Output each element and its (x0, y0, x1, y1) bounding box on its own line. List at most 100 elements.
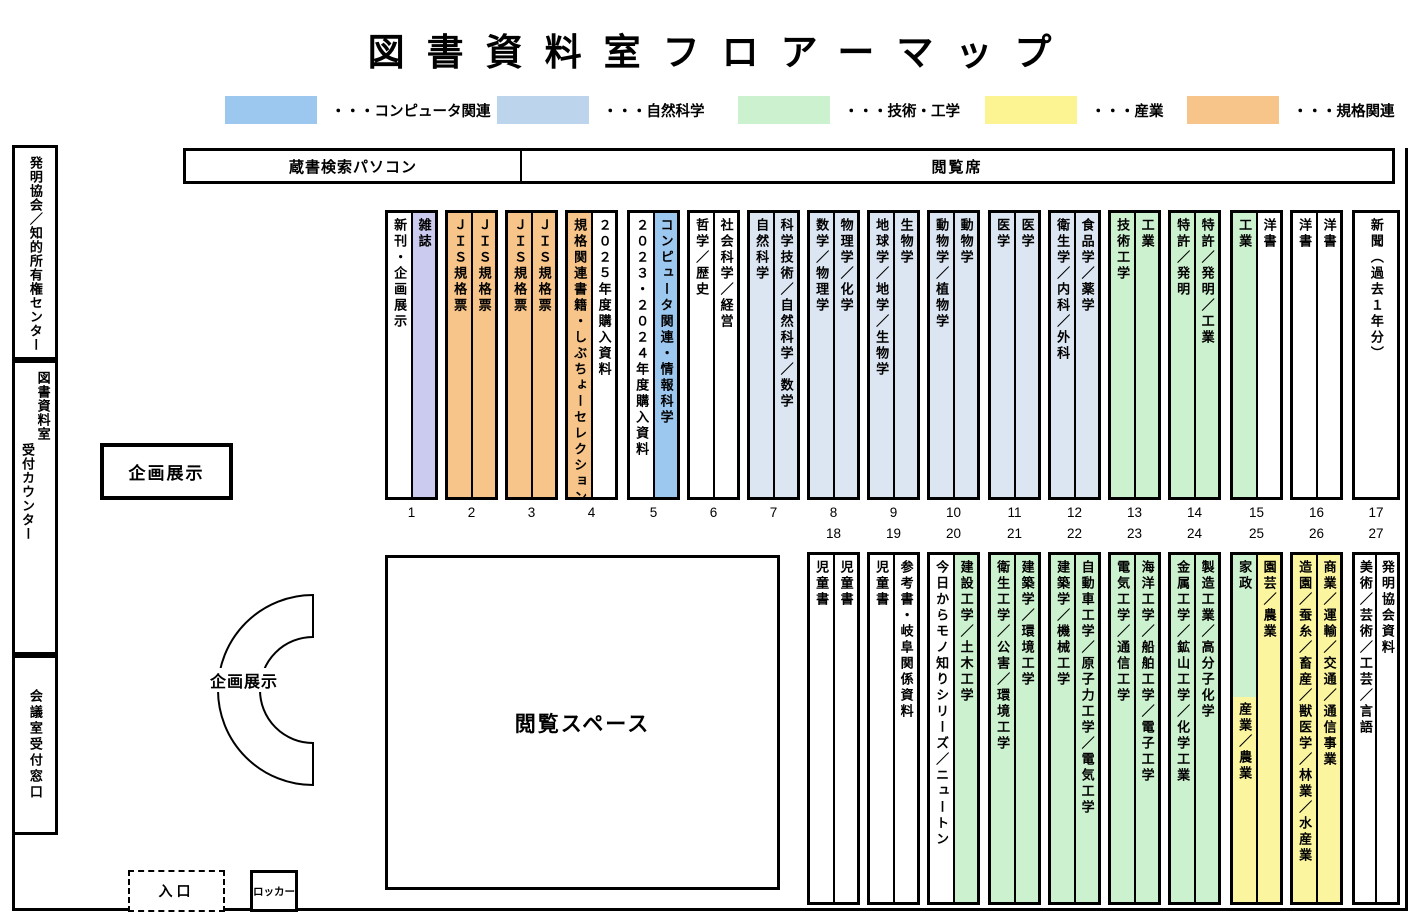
shelf-column: 新聞（過去１年分） (1355, 213, 1397, 497)
shelf-21: 衛生工学／公害／環境工学建築学／環境工学 (988, 552, 1041, 905)
shelf-column: 造園／蚕糸／畜産／獣医学／林業／水産業 (1293, 555, 1316, 902)
shelf-label: 洋書 (1261, 218, 1277, 250)
shelf-number: 7 (769, 505, 778, 520)
reception-counter-label: 受付カウンター (20, 443, 35, 541)
shelf-label: 商業／運輸／交通／通信事業 (1321, 560, 1337, 768)
shelf-column: 金属工学／鉱山工学／化学工業 (1171, 555, 1194, 902)
shelf-column: 規格関連書籍・しぶちょーセレクション (568, 213, 591, 497)
legend-swatch (497, 96, 589, 124)
legend-item: ・・・産業 (985, 96, 1164, 124)
shelf-number: 10 (945, 505, 962, 520)
shelf-column: 数学／物理学 (810, 213, 833, 497)
shelf-number: 19 (885, 526, 902, 541)
shelf-label: 工業 (1237, 218, 1253, 250)
entrance-label: 入口 (158, 883, 195, 899)
shelf-22: 建築学／機械工学自動車工学／原子力工学／電気工学 (1048, 552, 1101, 905)
legend-item: ・・・コンピュータ関連 (225, 96, 491, 124)
catalog-search-pc-area: 蔵書検索パソコン (186, 151, 522, 181)
shelf-label: ＪＩＳ規格票 (536, 218, 552, 314)
wall-left (12, 833, 15, 911)
shelf-18: 児童書児童書 (807, 552, 860, 905)
shelf-label: 工業 (1139, 218, 1155, 250)
shelf-number: 16 (1308, 505, 1325, 520)
legend-label: ・・・技術・工学 (844, 103, 960, 120)
shelf-column: 参考書・岐阜関係資料 (892, 555, 917, 902)
shelf-11: 医学医学 (988, 210, 1041, 500)
legend-label: ・・・産業 (1091, 103, 1164, 120)
shelf-label: 発明協会資料 (1379, 560, 1395, 656)
shelf-number: 5 (649, 505, 658, 520)
shelf-label: 数学／物理学 (814, 218, 830, 314)
shelf-column: 発明協会資料 (1375, 555, 1397, 902)
shelf-column: 自然科学 (750, 213, 773, 497)
shelf-column: 洋書 (1315, 213, 1340, 497)
shelf-number: 27 (1368, 526, 1384, 541)
shelf-column: 新刊・企画展示 (388, 213, 411, 497)
shelf-label: 規格関連書籍・しぶちょーセレクション (572, 218, 588, 497)
legend-swatch (225, 96, 317, 124)
shelf-label: 産業／農業 (1237, 702, 1253, 783)
shelf-26: 造園／蚕糸／畜産／獣医学／林業／水産業商業／運輸／交通／通信事業 (1290, 552, 1343, 905)
shelf-17: 新聞（過去１年分） (1352, 210, 1400, 500)
shelf-label: ２０２３・２０２４年度購入資料 (634, 218, 650, 458)
shelf-number: 14 (1186, 505, 1203, 520)
shelf-column: 地球学／地学／生物学 (870, 213, 893, 497)
shelf-column: 家政産業／農業 (1233, 555, 1256, 902)
shelf-segment: 産業／農業 (1233, 697, 1256, 902)
shelf-9: 地球学／地学／生物学生物学 (867, 210, 920, 500)
wall-bottom (12, 908, 1408, 911)
invention-center-label: 発明協会／知的所有権センター (27, 156, 43, 352)
entrance-area: 入口 (128, 870, 225, 912)
shelf-column: 園芸／農業 (1255, 555, 1280, 902)
shelf-label: 製造工業／高分子化学 (1199, 560, 1215, 720)
shelf-column: 児童書 (832, 555, 857, 902)
shelf-column: 美術／芸術／工芸／言語 (1355, 555, 1375, 902)
shelf-column: 動物学 (952, 213, 977, 497)
shelf-column: 衛生工学／公害／環境工学 (991, 555, 1014, 902)
legend-label: ・・・自然科学 (603, 103, 705, 120)
shelf-column: コンピュータ関連・情報科学 (652, 213, 677, 497)
legend-label: ・・・コンピュータ関連 (331, 103, 491, 120)
shelf-column: 電気工学／通信工学 (1111, 555, 1134, 902)
shelf-20: 今日からモノ知りシリーズ／ニュートン建設工学／土木工学 (927, 552, 980, 905)
shelf-label: 洋書 (1297, 218, 1313, 250)
shelf-7: 自然科学科学技術／自然科学／数学 (747, 210, 800, 500)
locker-area: ロッカー (250, 870, 298, 912)
shelf-column: ２０２３・２０２４年度購入資料 (630, 213, 653, 497)
shelf-column: 工業 (1233, 213, 1256, 497)
reading-seats-area: 閲覧席 (522, 151, 1392, 181)
shelf-2: ＪＩＳ規格票 ＪＩＳ規格票 (445, 210, 498, 500)
shelf-label: 衛生学／内科／外科 (1055, 218, 1071, 362)
locker-label: ロッカー (253, 885, 295, 898)
shelf-number: 8 (829, 505, 838, 520)
shelf-label: 特許／発明／工業 (1199, 218, 1215, 346)
shelf-column: 食品学／薬学 (1073, 213, 1098, 497)
reading-seats-label: 閲覧席 (931, 158, 983, 176)
legend-label: ・・・規格関連 (1293, 103, 1395, 120)
shelf-number: 22 (1066, 526, 1083, 541)
shelf-label: ＪＩＳ規格票 (476, 218, 492, 314)
shelf-number: 9 (889, 505, 898, 520)
shelf-number: 20 (945, 526, 962, 541)
shelf-number: 26 (1308, 526, 1325, 541)
shelf-column: 洋書 (1255, 213, 1280, 497)
shelf-column: 動物学／植物学 (930, 213, 953, 497)
shelf-label: 動物学／植物学 (934, 218, 950, 330)
shelf-column: ２０２５年度購入資料 (590, 213, 615, 497)
shelf-column: 物理学／化学 (832, 213, 857, 497)
shelf-label: 地球学／地学／生物学 (874, 218, 890, 378)
legend-item: ・・・規格関連 (1187, 96, 1395, 124)
legend-swatch (985, 96, 1077, 124)
shelf-column: 医学 (1013, 213, 1038, 497)
shelf-25: 家政産業／農業園芸／農業 (1230, 552, 1283, 905)
shelf-12: 衛生学／内科／外科食品学／薬学 (1048, 210, 1101, 500)
shelf-column: ＪＩＳ規格票 (448, 213, 471, 497)
shelf-16: 洋書洋書 (1290, 210, 1343, 500)
shelf-label: 園芸／農業 (1261, 560, 1277, 640)
shelf-label: 哲学／歴史 (694, 218, 710, 298)
shelf-column: 商業／運輸／交通／通信事業 (1315, 555, 1340, 902)
legend-item: ・・・自然科学 (497, 96, 705, 124)
shelf-number: 1 (407, 505, 416, 520)
shelf-label: 雑誌 (416, 218, 432, 250)
